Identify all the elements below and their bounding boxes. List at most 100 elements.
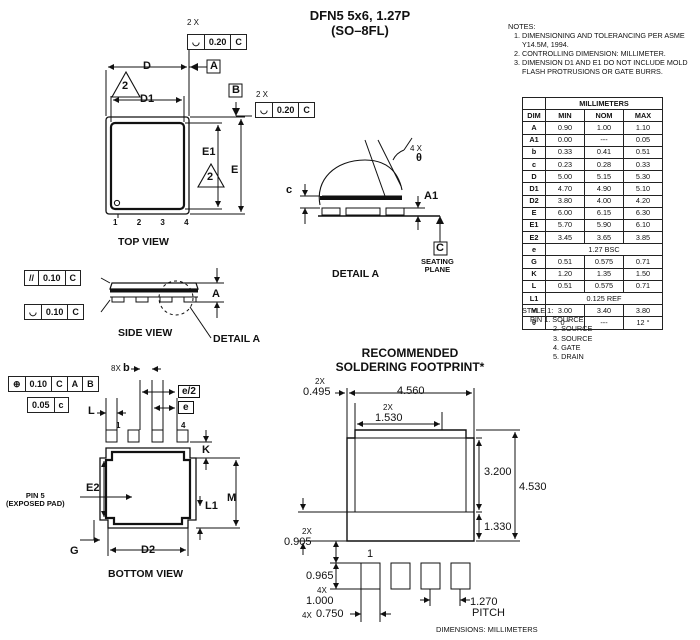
table-cell-value: 5.30: [623, 170, 663, 184]
datum-B: B: [232, 84, 240, 96]
fcf-bottom-a: A: [68, 377, 84, 391]
profile-surface-icon: ◡: [188, 35, 205, 49]
fcf-side2-datum: C: [72, 307, 79, 317]
style-pin-1: PIN 1. SOURCE: [530, 315, 584, 325]
dim-E1: E1: [202, 146, 216, 158]
notes-heading: NOTES:: [508, 22, 536, 31]
soldering-footprint: [298, 388, 520, 622]
table-cell-value: 12 °: [623, 316, 663, 330]
fp-total-width: 4.560: [397, 385, 425, 397]
fp-left-2x: 2X: [302, 527, 312, 536]
fp-pad-w-2x: 0.495: [303, 386, 331, 398]
dim-M: M: [227, 492, 237, 504]
table-cell-dim: A: [522, 121, 546, 135]
dim-theta: θ: [416, 152, 422, 164]
footprint-line1: RECOMMENDED: [361, 346, 459, 360]
four-x-theta: 4 X: [410, 144, 423, 153]
pin-4-label: 4: [184, 218, 189, 227]
dim-E: E: [231, 164, 239, 176]
table-cell-dim: L: [522, 279, 546, 294]
fcf-right-tol: 0.20: [273, 103, 300, 117]
dim-e: e: [183, 402, 189, 413]
table-unit-header: MILLIMETERS: [545, 96, 663, 111]
fp-inner-2x: 2X: [383, 403, 393, 412]
dim-c-detail: c: [286, 184, 293, 196]
note-2-side: 2: [207, 171, 214, 183]
table-cell-value: 6.10: [623, 218, 663, 233]
table-cell-value: 1.10: [623, 121, 663, 135]
table-cell-value: 1.27 BSC: [545, 243, 663, 257]
fcf-side1-tol: 0.10: [39, 271, 66, 285]
side-view-label: SIDE VIEW: [118, 327, 173, 339]
table-cell-dim: E: [522, 206, 546, 220]
fcf-bottom2-datum: c: [58, 400, 64, 410]
fp-h-lower: 1.330: [484, 521, 512, 533]
table-cell-value: 5.15: [584, 170, 624, 184]
table-cell-value: 1.50: [623, 267, 663, 281]
table-cell-dim: b: [522, 145, 546, 159]
table-cell-value: 3.80: [545, 194, 585, 208]
fcf-bottom-b: B: [87, 379, 94, 389]
fcf-bottom2-tol: 0.05: [28, 398, 55, 412]
fp-pad-w: 0.750: [316, 608, 344, 620]
table-cell-dim: A1: [522, 133, 546, 147]
fcf-right-datum: C: [303, 105, 310, 115]
table-cell-value: 1.35: [584, 267, 624, 281]
table-cell-value: 4.20: [623, 194, 663, 208]
fcf-side-parallel: // 0.10 C: [24, 270, 82, 286]
table-corner: [522, 96, 546, 111]
fcf-bottom-second: 0.05 c: [27, 397, 69, 413]
table-cell-value: 6.00: [545, 206, 585, 220]
parallelism-icon: //: [25, 271, 40, 285]
table-cell-value: 0.575: [584, 255, 624, 269]
fp-h-upper: 3.200: [484, 466, 512, 478]
dim-L1: L1: [205, 500, 218, 512]
table-cell-value: 0.51: [545, 279, 585, 294]
table-cell-value: 4.90: [584, 182, 624, 196]
style-pin-3: 3. SOURCE: [553, 333, 593, 343]
seating-plane-label: SEATING PLANE: [421, 258, 454, 274]
fp-h-total: 4.530: [519, 481, 547, 493]
eight-x: 8X: [111, 364, 121, 373]
table-cell-value: 0.41: [584, 145, 624, 159]
fp-pad-len: 1.000: [306, 595, 334, 607]
table-cell-value: 0.28: [584, 157, 624, 172]
bottom-pin-4: 4: [181, 421, 186, 430]
plane-word: PLANE: [424, 265, 451, 274]
table-cell-value: 0.125 REF: [545, 291, 663, 306]
style-pin-5: 5. DRAIN: [553, 352, 584, 362]
title-line1: DFN5 5x6, 1.27P: [309, 8, 411, 23]
dim-e-half: e/2: [182, 386, 196, 397]
table-cell-value: 3.85: [623, 231, 663, 245]
note-2: CONTROLLING DIMENSION: MILLIMETER.: [522, 49, 698, 58]
style-pin-4: 4. GATE: [553, 342, 581, 352]
footprint-line2: SOLDERING FOOTPRINT*: [335, 360, 485, 374]
table-cell-value: 0.575: [584, 279, 624, 294]
table-cell-value: 5.10: [623, 182, 663, 196]
fcf-top-datum: C: [235, 37, 242, 47]
dim-A-side: A: [212, 288, 220, 300]
table-cell-dim: K: [522, 267, 546, 281]
dim-G: G: [70, 545, 79, 557]
fcf-bottom-position: ⊕ 0.10 C A B: [8, 376, 99, 392]
bottom-view: [80, 366, 240, 556]
detail-a-label: DETAIL A: [332, 268, 380, 280]
top-view: [105, 50, 252, 218]
fcf-side2-tol: 0.10: [42, 305, 69, 319]
table-cell-value: 0.23: [545, 157, 585, 172]
table-cell-value: 0.00: [545, 133, 585, 147]
dimensions-note: DIMENSIONS: MILLIMETERS: [436, 625, 538, 634]
table-cell-dim: E1: [522, 218, 546, 233]
style-heading: STYLE 1:: [522, 306, 554, 315]
fcf-bottom-c: C: [52, 377, 68, 391]
fcf-top-flatness: ◡ 0.20 C: [187, 34, 247, 50]
